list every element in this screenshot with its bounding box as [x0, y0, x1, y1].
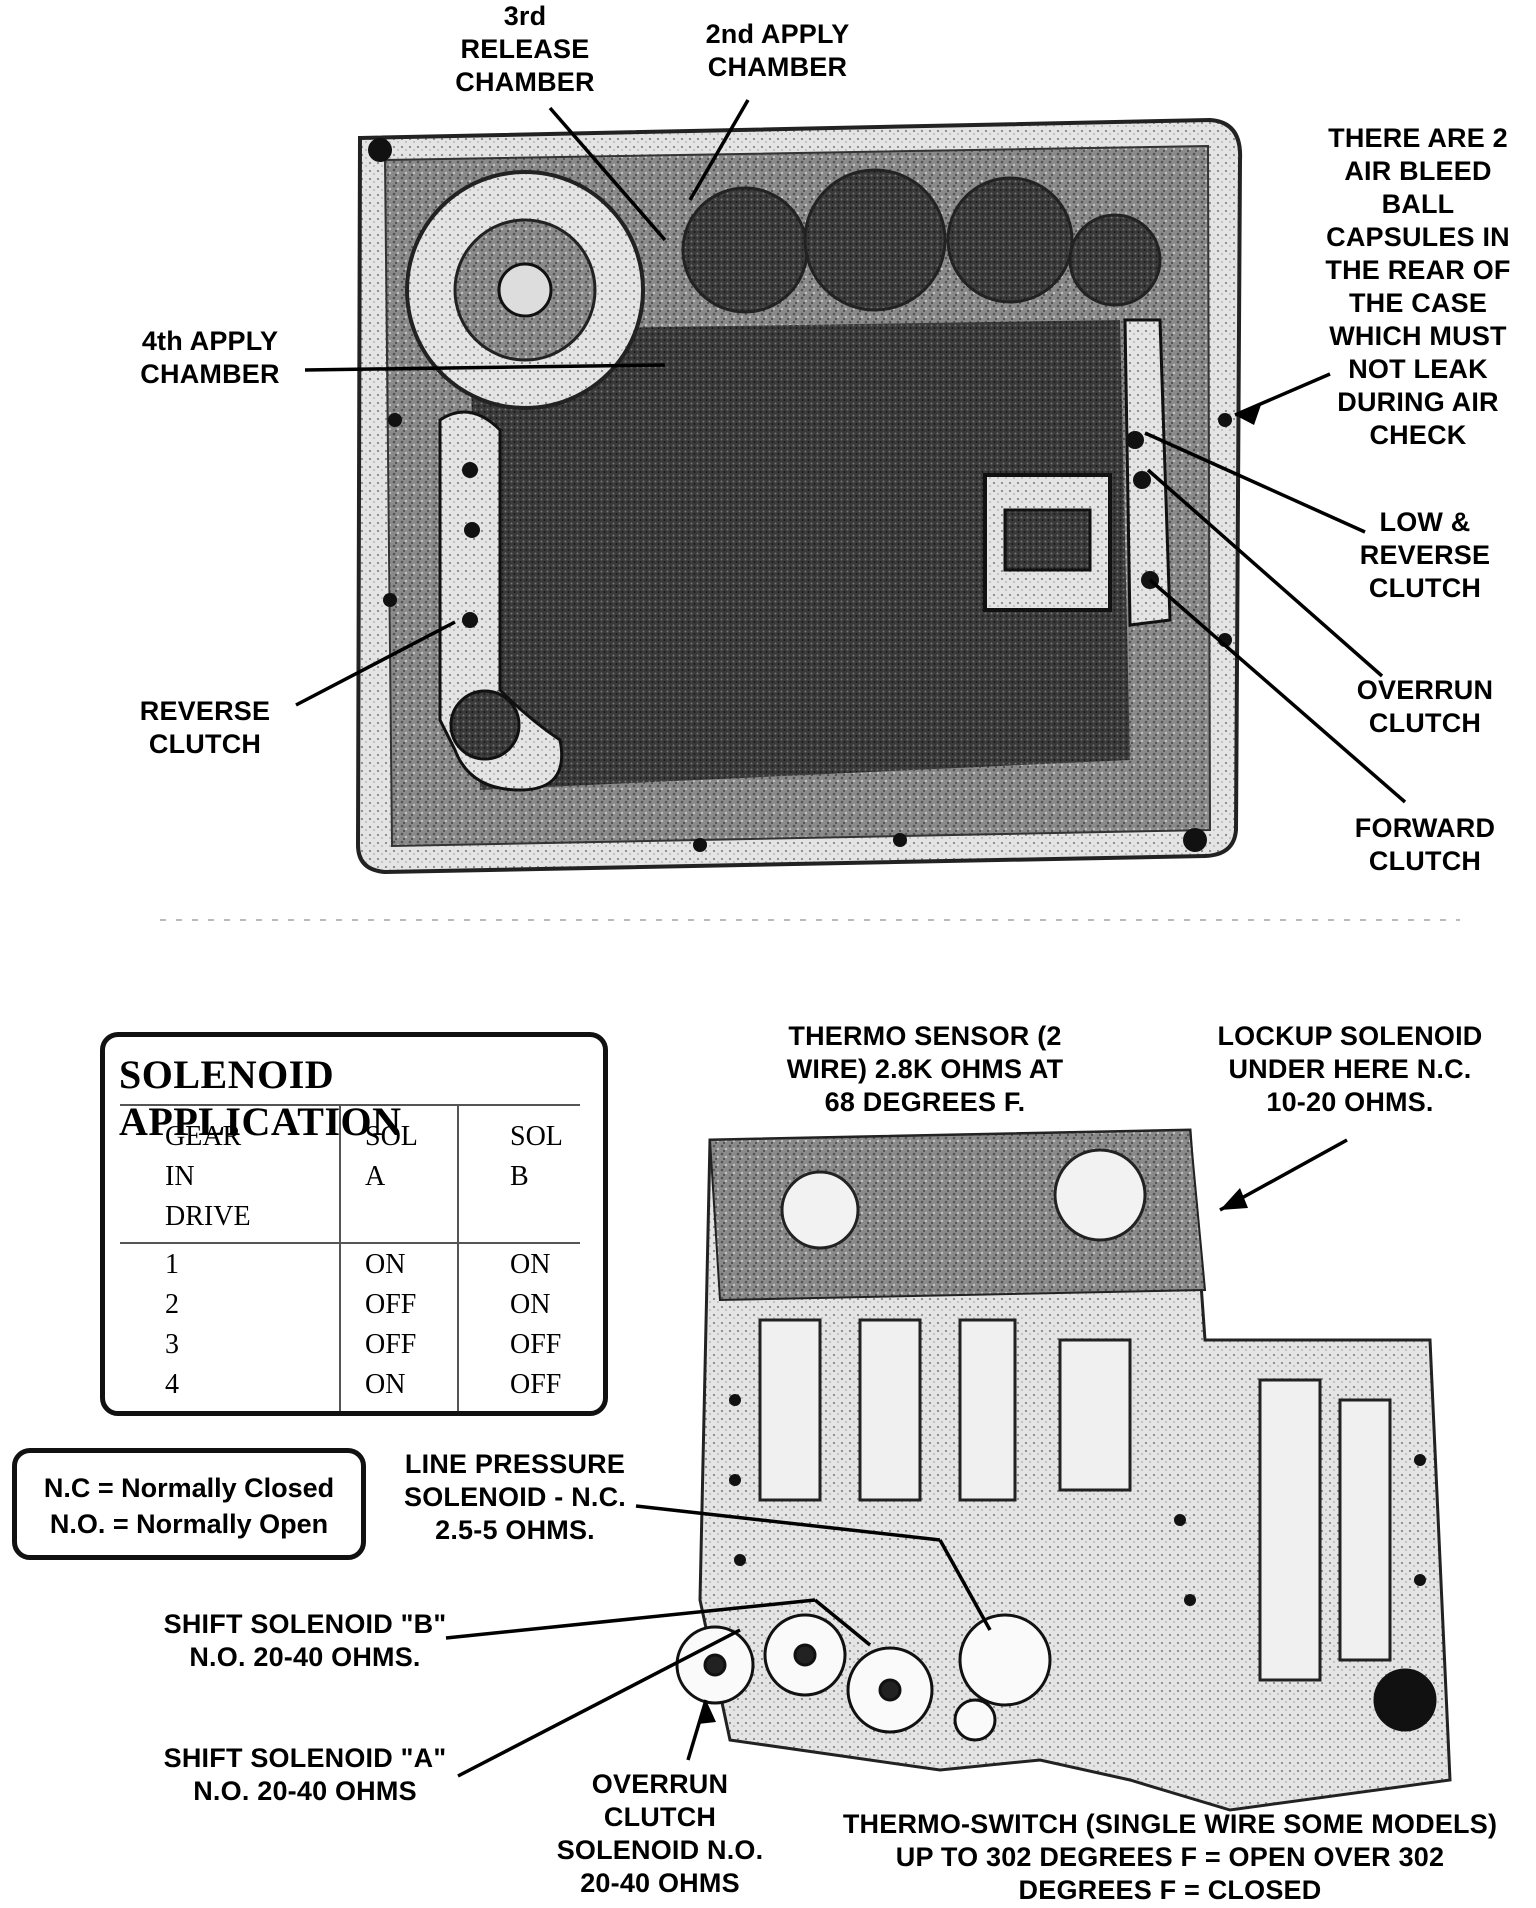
- header-sol-b: SOL B: [510, 1121, 563, 1192]
- table-row-2-sol-a: OFF: [365, 1289, 417, 1320]
- table-row-2-gear: 2: [165, 1289, 179, 1320]
- label-air-bleed-capsules: THERE ARE 2 AIR BLEED BALL CAPSULES IN T…: [1325, 123, 1511, 450]
- table-title: SOLENOID APPLICATION: [119, 1052, 402, 1144]
- label-overrun-clutch: OVERRUN CLUTCH: [1356, 675, 1494, 738]
- legend-normally-closed: N.C = Normally Closed: [43, 1473, 335, 1503]
- solenoid-application-table: SOLENOID APPLICATION GEAR IN DRIVE SOL A…: [100, 1032, 608, 1416]
- table-row-3-gear: 3: [165, 1329, 179, 1360]
- table-row-2-sol-b: ON: [510, 1289, 551, 1320]
- table-row-1-sol-b: ON: [510, 1249, 551, 1280]
- label-overrun-clutch-solenoid: OVERRUN CLUTCH SOLENOID N.O. 20-40 OHMS: [556, 1769, 764, 1898]
- table-grid-lines: [120, 1104, 580, 1411]
- label-reverse-clutch: REVERSE CLUTCH: [139, 696, 271, 759]
- label-line-pressure-solenoid: LINE PRESSURE SOLENOID - N.C. 2.5-5 OHMS…: [403, 1449, 626, 1545]
- header-gear: GEAR IN DRIVE: [165, 1121, 251, 1232]
- label-3rd-release-chamber: 3rd RELEASE CHAMBER: [455, 1, 595, 97]
- table-row-3-sol-b: OFF: [510, 1329, 562, 1360]
- table-row-4-gear: 4: [165, 1369, 179, 1400]
- label-shift-solenoid-b: SHIFT SOLENOID "B" N.O. 20-40 OHMS.: [163, 1609, 447, 1672]
- label-2nd-apply-chamber: 2nd APPLY CHAMBER: [705, 19, 850, 82]
- table-row-4-sol-b: OFF: [510, 1369, 562, 1400]
- table-row-3-sol-a: OFF: [365, 1329, 417, 1360]
- label-lockup-solenoid: LOCKUP SOLENOID UNDER HERE N.C. 10-20 OH…: [1217, 1021, 1483, 1117]
- transmission-case-photo: [355, 117, 1243, 875]
- label-4th-apply-chamber: 4th APPLY CHAMBER: [140, 326, 280, 389]
- label-forward-clutch: FORWARD CLUTCH: [1354, 813, 1496, 876]
- legend-box: N.C = Normally Closed N.O. = Normally Op…: [12, 1448, 366, 1560]
- bottom-leader-lines: [445, 1138, 1348, 1778]
- label-shift-solenoid-a: SHIFT SOLENOID "A" N.O. 20-40 OHMS: [163, 1743, 447, 1806]
- label-low-reverse-clutch: LOW & REVERSE CLUTCH: [1359, 507, 1491, 603]
- label-thermo-switch: THERMO-SWITCH (SINGLE WIRE SOME MODELS) …: [842, 1809, 1498, 1905]
- legend-normally-open: N.O. = Normally Open: [49, 1509, 329, 1539]
- table-row-4-sol-a: ON: [365, 1369, 406, 1400]
- table-row-1-sol-a: ON: [365, 1249, 406, 1280]
- table-row-1-gear: 1: [165, 1249, 179, 1280]
- header-sol-a: SOL A: [365, 1121, 418, 1192]
- label-thermo-sensor: THERMO SENSOR (2 WIRE) 2.8K OHMS AT 68 D…: [786, 1021, 1064, 1117]
- arrowheads: [698, 402, 1262, 1724]
- valve-body-photo: [675, 1128, 1452, 1812]
